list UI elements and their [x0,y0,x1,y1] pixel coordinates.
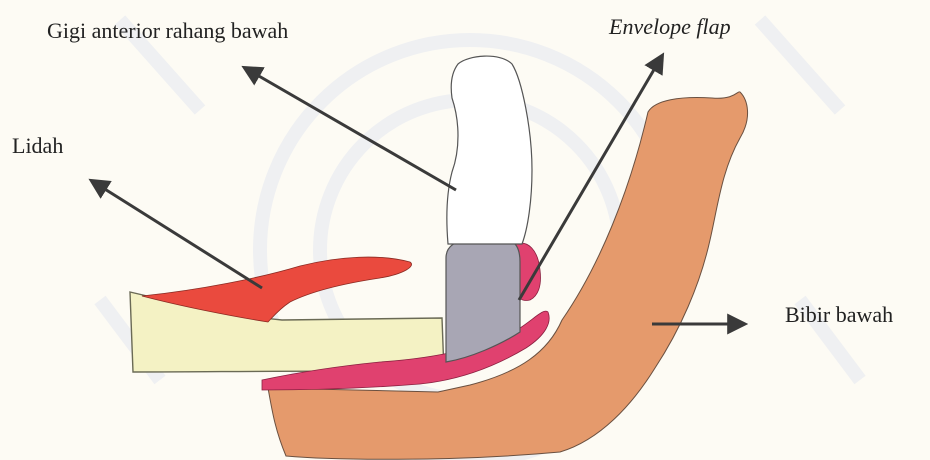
label-flap: Envelope flap [609,14,731,40]
label-teeth: Gigi anterior rahang bawah [47,18,288,44]
tongue-arrow [92,181,262,288]
tooth-shape [447,56,532,244]
label-tongue: Lidah [12,133,63,159]
label-lip: Bibir bawah [785,302,893,328]
